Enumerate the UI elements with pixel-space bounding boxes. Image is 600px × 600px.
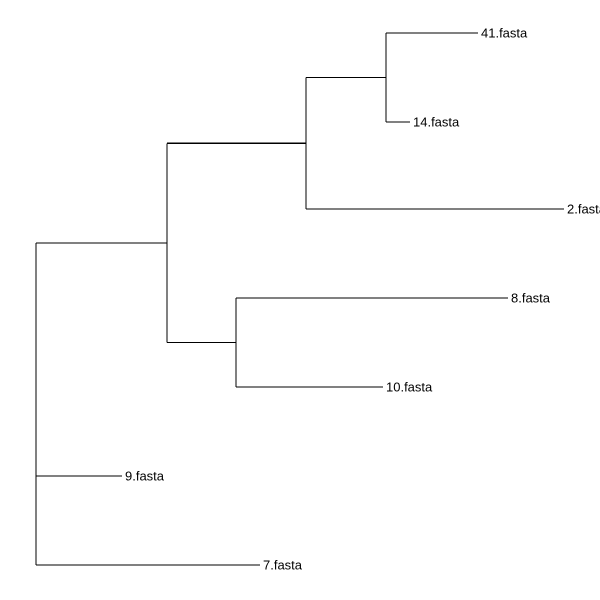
label-layer: 41.fasta 14.fasta 2.fasta 8.fasta 10.fas… — [125, 26, 600, 573]
tip-label-8: 8.fasta — [511, 291, 551, 306]
tip-label-7: 7.fasta — [263, 558, 303, 573]
tip-label-2: 2.fasta — [567, 202, 600, 217]
branch-layer — [35, 32, 564, 566]
tip-label-41: 41.fasta — [481, 26, 528, 41]
tip-label-14: 14.fasta — [413, 115, 460, 130]
tip-label-10: 10.fasta — [386, 380, 433, 395]
tip-label-9: 9.fasta — [125, 469, 165, 484]
